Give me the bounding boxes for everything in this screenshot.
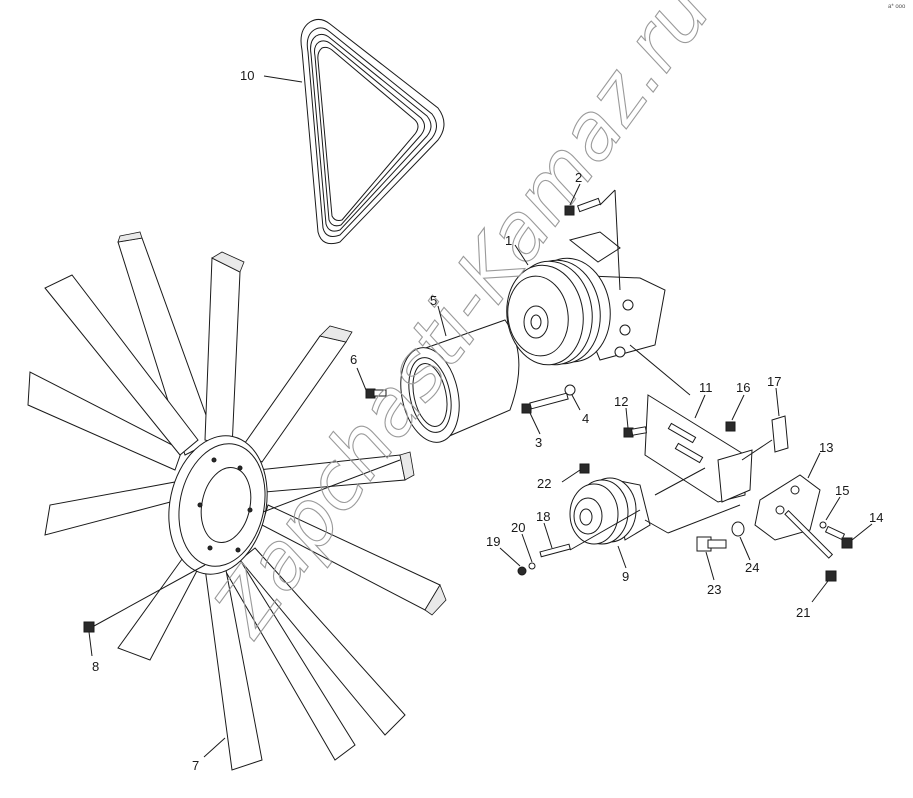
- callout-label-18: 18: [536, 509, 550, 524]
- callout-label-3: 3: [535, 435, 542, 450]
- callout-23: 23: [705, 551, 721, 597]
- callout-10: 10: [240, 68, 303, 83]
- callout-label-12: 12: [614, 394, 628, 409]
- callout-label-10: 10: [240, 68, 254, 83]
- callout-18: 18: [536, 509, 553, 549]
- callout-5: 5: [430, 293, 447, 337]
- callout-label-9: 9: [622, 569, 629, 584]
- callout-label-7: 7: [192, 758, 199, 773]
- callout-19: 19: [486, 534, 521, 567]
- callout-24: 24: [739, 536, 759, 575]
- bracket-part-13: [754, 474, 821, 541]
- callout-label-20: 20: [511, 520, 525, 535]
- callout-label-13: 13: [819, 440, 833, 455]
- callout-20: 20: [511, 520, 533, 563]
- callout-label-23: 23: [707, 582, 721, 597]
- callout-14: 14: [851, 510, 883, 541]
- plate-part-17: [771, 415, 789, 453]
- callout-label-5: 5: [430, 293, 437, 308]
- callout-2: 2: [569, 170, 582, 206]
- callout-label-2: 2: [575, 170, 582, 185]
- callout-label-24: 24: [745, 560, 759, 575]
- pulley-part-1: [506, 231, 666, 366]
- callout-label-22: 22: [537, 476, 551, 491]
- callout-7: 7: [192, 737, 226, 773]
- fan-part-7: [27, 231, 447, 771]
- fasteners: [83, 197, 853, 633]
- assembly-lines: [93, 189, 773, 627]
- callout-label-19: 19: [486, 534, 500, 549]
- callout-12: 12: [614, 394, 629, 429]
- callout-3: 3: [529, 412, 542, 450]
- bracket-part-11: [644, 394, 753, 503]
- callout-label-16: 16: [736, 380, 750, 395]
- spacer-part-5: [400, 319, 520, 443]
- callout-8: 8: [88, 631, 99, 674]
- callout-15: 15: [825, 483, 849, 521]
- callout-label-4: 4: [582, 411, 589, 426]
- callout-label-15: 15: [835, 483, 849, 498]
- callout-13: 13: [807, 440, 833, 479]
- callout-21: 21: [796, 580, 829, 620]
- callout-1: 1: [505, 233, 529, 266]
- callout-label-6: 6: [350, 352, 357, 367]
- callout-4: 4: [571, 394, 589, 426]
- belt-part-10: [300, 18, 445, 245]
- callout-label-1: 1: [505, 233, 512, 248]
- corner-mark: a* ooo: [888, 4, 906, 10]
- callout-label-14: 14: [869, 510, 883, 525]
- callout-16: 16: [731, 380, 750, 421]
- callout-11: 11: [694, 380, 713, 419]
- callout-6: 6: [350, 352, 367, 391]
- callout-22: 22: [537, 469, 581, 491]
- callout-label-21: 21: [796, 605, 810, 620]
- callout-9: 9: [617, 545, 629, 584]
- callout-17: 17: [767, 374, 781, 417]
- callout-label-17: 17: [767, 374, 781, 389]
- callout-label-11: 11: [699, 380, 713, 395]
- callout-label-8: 8: [92, 659, 99, 674]
